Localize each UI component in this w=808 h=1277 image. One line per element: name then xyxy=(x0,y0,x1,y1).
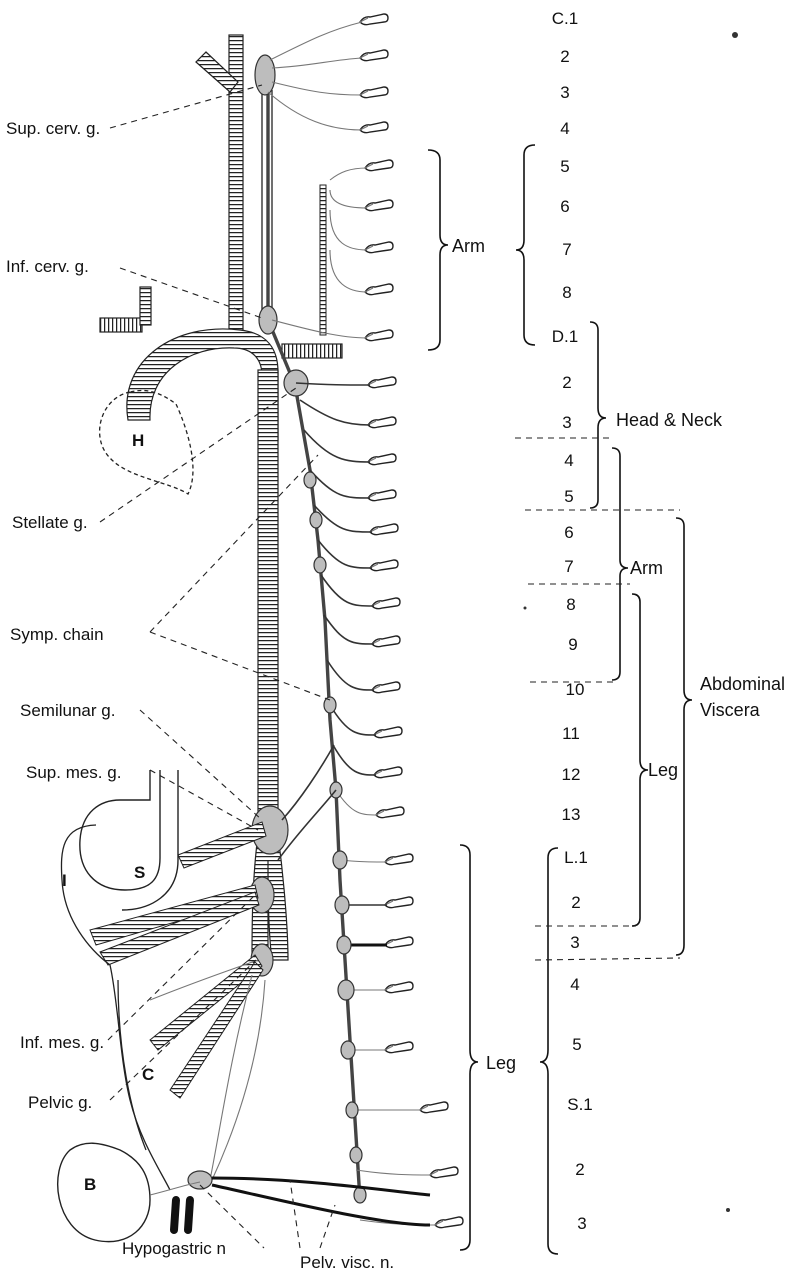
leg-lumbar-label: Leg xyxy=(486,1053,516,1073)
segment-label: 2 xyxy=(571,893,580,912)
segment-label: 12 xyxy=(562,765,581,784)
segment-label: 4 xyxy=(560,119,569,138)
group-labels: Arm Head & Neck Arm Abdominal Viscera Le… xyxy=(452,236,785,1073)
segment-label: 6 xyxy=(564,523,573,542)
segment-label: 5 xyxy=(572,1035,581,1054)
segment-label: 11 xyxy=(562,724,580,743)
stellate-label: Stellate g. xyxy=(12,513,88,532)
segment-label: 5 xyxy=(564,487,573,506)
arm-dorsal-label: Arm xyxy=(630,558,663,578)
abdominal-viscera-label-1: Abdominal xyxy=(700,674,785,694)
arm-cervical-label: Arm xyxy=(452,236,485,256)
inf-mes-label: Inf. mes. g. xyxy=(20,1033,104,1052)
segment-label: D.1 xyxy=(552,327,578,346)
abdominal-viscera-label-2: Viscera xyxy=(700,700,761,720)
segment-label: 5 xyxy=(560,157,569,176)
segment-numbers: C.1 2 3 4 5 6 7 8 D.1 2 3 4 5 6 7 8 9 10… xyxy=(552,9,593,1233)
segment-label: C.1 xyxy=(552,9,578,28)
braces xyxy=(428,145,692,1254)
hypogastric-label: Hypogastric n xyxy=(122,1239,226,1258)
segment-label: 4 xyxy=(570,975,579,994)
segment-label: 8 xyxy=(562,283,571,302)
segment-label: 10 xyxy=(566,680,585,699)
upper-column xyxy=(262,90,326,335)
sup-mes-label: Sup. mes. g. xyxy=(26,763,121,782)
leader-lines xyxy=(100,85,335,1248)
specks xyxy=(524,32,739,1212)
segment-label: 8 xyxy=(566,595,575,614)
segment-label: 13 xyxy=(562,805,581,824)
colon-letter: C xyxy=(142,1065,154,1084)
segment-label: 2 xyxy=(575,1160,584,1179)
symp-chain-label: Symp. chain xyxy=(10,625,104,644)
segment-label: 3 xyxy=(570,933,579,952)
segment-label: 2 xyxy=(560,47,569,66)
segment-label: 7 xyxy=(562,240,571,259)
segment-label: 2 xyxy=(562,373,571,392)
organ-letters: H S I C B xyxy=(62,431,154,1194)
ganglion-labels: Sup. cerv. g. Inf. cerv. g. Stellate g. … xyxy=(6,119,394,1272)
segment-label: 6 xyxy=(560,197,569,216)
pelv-visc-label: Pelv. visc. n. xyxy=(300,1253,394,1272)
heart-letter: H xyxy=(132,431,144,450)
semilunar-label: Semilunar g. xyxy=(20,701,115,720)
segment-label: L.1 xyxy=(564,848,588,867)
leg-dorsal-label: Leg xyxy=(648,760,678,780)
pelvic-label: Pelvic g. xyxy=(28,1093,92,1112)
stomach-letter: S xyxy=(134,863,145,882)
aorta xyxy=(100,35,342,960)
nerve-endings xyxy=(360,14,463,1228)
segment-label: 3 xyxy=(577,1214,586,1233)
intestine-letter: I xyxy=(62,871,67,890)
head-neck-label: Head & Neck xyxy=(616,410,723,430)
segment-label: S.1 xyxy=(567,1095,593,1114)
chain-ganglia xyxy=(304,472,366,1203)
bladder-letter: B xyxy=(84,1175,96,1194)
inf-cerv-label: Inf. cerv. g. xyxy=(6,257,89,276)
segment-label: 9 xyxy=(568,635,577,654)
sup-cerv-label: Sup. cerv. g. xyxy=(6,119,100,138)
segment-label: 4 xyxy=(564,451,573,470)
abdominal-branches xyxy=(90,745,336,1180)
segment-label: 7 xyxy=(564,557,573,576)
segment-label: 3 xyxy=(562,413,571,432)
segment-label: 3 xyxy=(560,83,569,102)
